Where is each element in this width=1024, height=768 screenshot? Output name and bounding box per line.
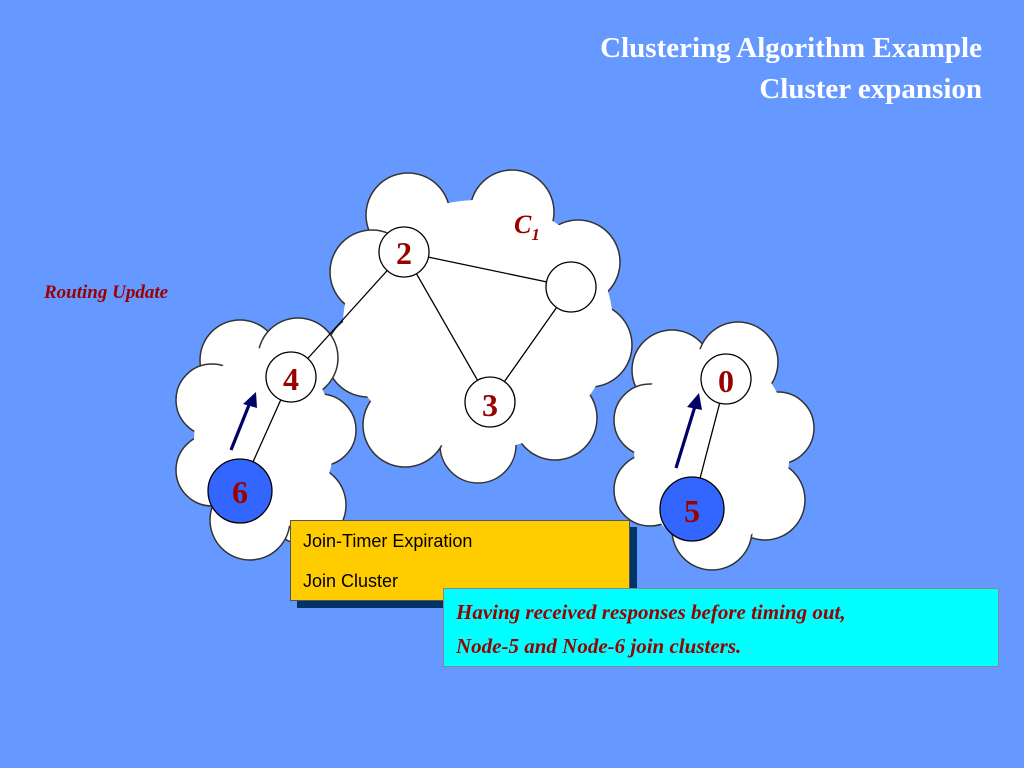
- node-0-label: 0: [718, 363, 734, 399]
- join-cluster-text: Join Cluster: [303, 571, 399, 591]
- arrowhead-right: [687, 393, 702, 410]
- cluster-label-subscript: 1: [531, 225, 540, 244]
- node-3-label: 3: [482, 387, 498, 423]
- title-line-2: Cluster expansion: [759, 73, 982, 105]
- node-2-label: 2: [396, 235, 412, 271]
- node-0: 0: [700, 353, 752, 405]
- routing-update-label: Routing Update: [44, 282, 169, 303]
- edge-2-4: [290, 251, 405, 378]
- node-unlabeled: [545, 261, 597, 313]
- join-timer-expiration-text: Join-Timer Expiration: [303, 531, 473, 551]
- node-5: 5: [659, 476, 725, 542]
- cluster-label-c1: C1: [514, 210, 540, 244]
- edge-2-3: [403, 251, 491, 403]
- note-line-2: Node-5 and Node-6 join clusters.: [456, 634, 742, 658]
- node-4-label: 4: [283, 361, 299, 397]
- node-6-label: 6: [232, 474, 248, 510]
- edge-2-unlabeled: [403, 251, 572, 288]
- routing-arrow-left: [229, 399, 253, 451]
- routing-arrow-right: [674, 402, 698, 469]
- arrowhead-left: [243, 392, 257, 408]
- title-line-1: Clustering Algorithm Example: [600, 32, 982, 64]
- cloud-c1: [325, 169, 633, 484]
- node-6: 6: [207, 458, 273, 524]
- node-2: 2: [378, 226, 430, 278]
- slide-title: Clustering Algorithm Example Cluster exp…: [600, 28, 982, 110]
- node-5-label: 5: [684, 493, 700, 529]
- cluster-label-main: C: [514, 210, 532, 239]
- node-3: 3: [464, 376, 516, 428]
- node-4: 4: [265, 351, 317, 403]
- explanation-note: Having received responses before timing …: [443, 588, 999, 667]
- note-line-1: Having received responses before timing …: [456, 600, 846, 624]
